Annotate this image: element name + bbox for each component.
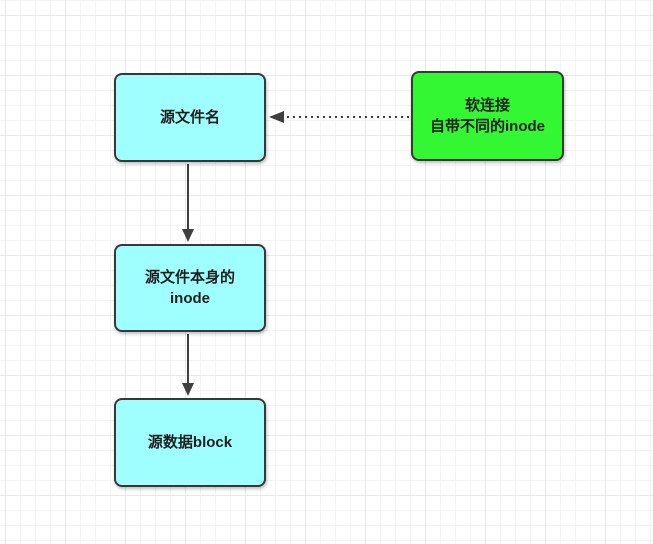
node-source-filename[interactable]: 源文件名 [114,73,266,162]
edge-inode-to-block[interactable] [182,334,194,396]
node-label: 源数据block [147,434,233,451]
arrowhead-down-icon [182,229,194,242]
node-source-inode[interactable]: 源文件本身的 inode [114,244,266,332]
edge-filename-to-inode[interactable] [182,164,194,242]
node-label: 软连接 自带不同的inode [430,95,545,137]
node-soft-link[interactable]: 软连接 自带不同的inode [411,71,564,161]
node-data-block[interactable]: 源数据block [114,398,266,487]
node-label-line2: inode [169,290,210,307]
arrowhead-left-icon [269,111,284,123]
node-label-line1: 软连接 [464,97,510,114]
node-label: 源文件名 [159,109,220,126]
node-label-line2: 自带不同的inode [430,118,545,135]
node-label: 源文件本身的 inode [145,267,235,309]
edge-softlink-to-filename[interactable] [269,111,409,123]
arrowhead-down-icon [182,383,194,396]
node-label-line1: 源文件本身的 [144,269,235,286]
